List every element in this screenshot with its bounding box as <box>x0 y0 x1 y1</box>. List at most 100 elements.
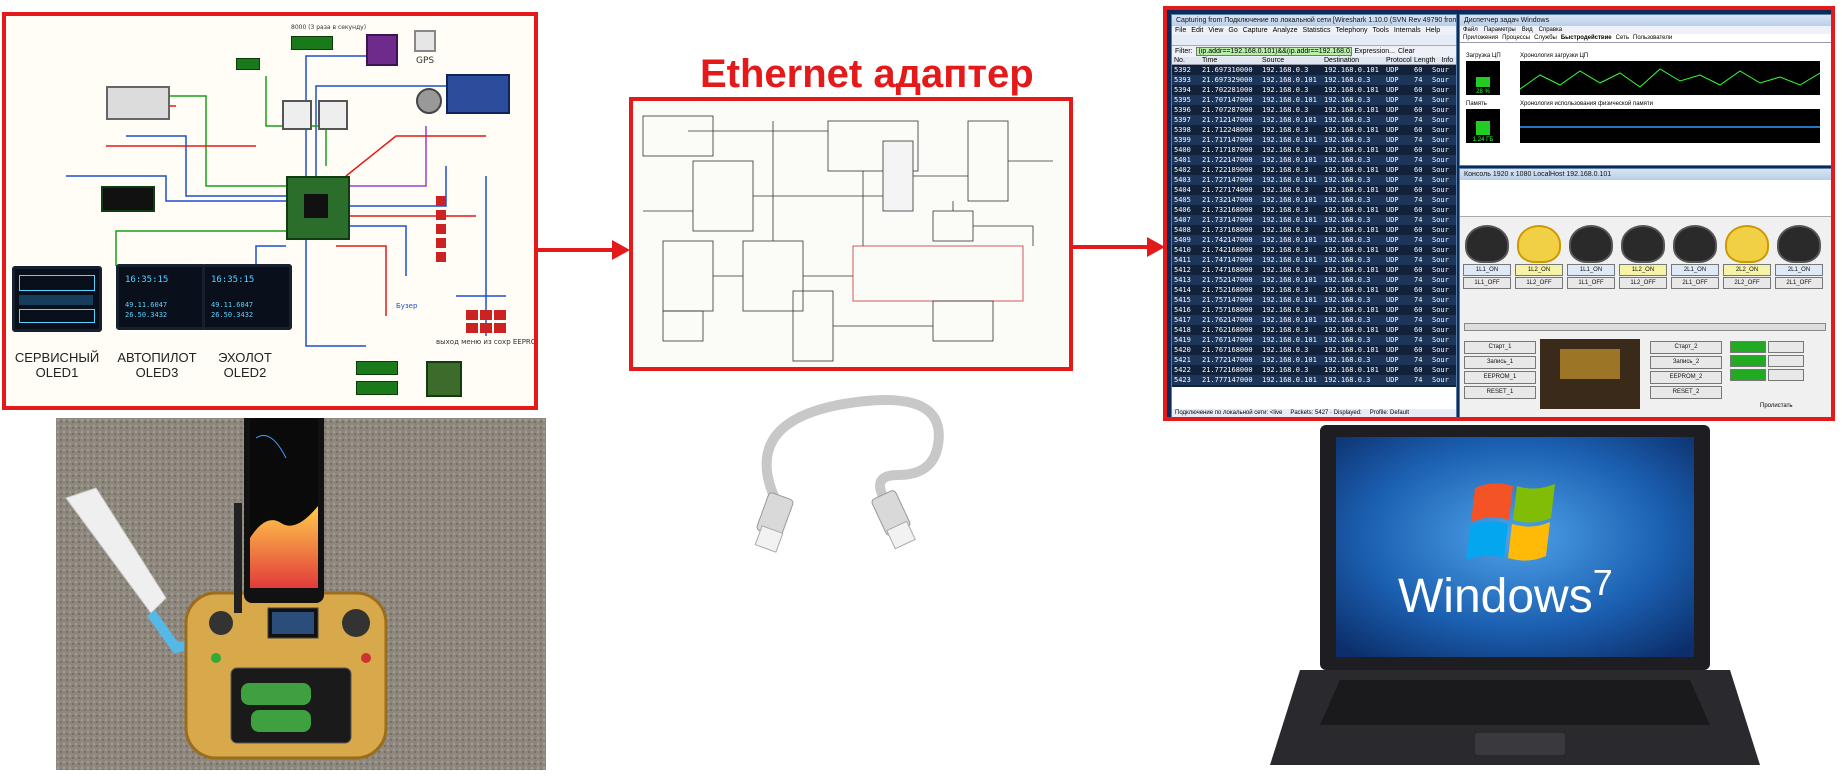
filter-input[interactable]: (ip.addr==192.168.0.101)&&(ip.addr==192.… <box>1195 47 1352 56</box>
menu-capture[interactable]: Capture <box>1242 27 1268 34</box>
menu-view[interactable]: View <box>1208 27 1224 34</box>
console-left-button[interactable]: Запись_1 <box>1464 356 1536 369</box>
light-on-button[interactable]: 1L1_ON <box>1567 264 1615 276</box>
clear-button[interactable]: Clear <box>1397 48 1415 55</box>
tm-menu-options[interactable]: Параметры <box>1483 27 1516 33</box>
console-left-button[interactable]: RESET_1 <box>1464 386 1536 399</box>
tm-menu-view[interactable]: Вид <box>1521 27 1533 33</box>
packet-cell: 5412 <box>1174 266 1191 274</box>
tab-performance[interactable]: Быстродействие <box>1560 35 1612 41</box>
col-length[interactable]: Length <box>1414 57 1436 64</box>
scroll-control[interactable]: Пролистать <box>1760 403 1793 409</box>
light-on-button[interactable]: 2L1_ON <box>1775 264 1823 276</box>
packet-row[interactable]: 542421.777168000192.168.0.3192.168.0.101… <box>1172 385 1456 387</box>
light-off-button[interactable]: 1L2_OFF <box>1619 277 1667 289</box>
menu-edit[interactable]: Edit <box>1191 27 1204 34</box>
console-left-button[interactable]: EEPROM_1 <box>1464 371 1536 384</box>
tab-processes[interactable]: Процессы <box>1502 35 1531 41</box>
console-right-button[interactable]: RESET_2 <box>1650 386 1722 399</box>
col-no[interactable]: No. <box>1174 57 1185 64</box>
col-info[interactable]: Info <box>1441 57 1454 64</box>
light-off-button[interactable]: 2L1_OFF <box>1671 277 1719 289</box>
col-destination[interactable]: Destination <box>1324 57 1360 64</box>
tm-menu-file[interactable]: Файл <box>1463 27 1478 33</box>
packet-cell: 192.168.0.101 <box>1324 366 1379 374</box>
light-off-button[interactable]: 1L2_OFF <box>1515 277 1563 289</box>
packet-cell: 192.168.0.101 <box>1262 376 1317 384</box>
light-on-button[interactable]: 1L2_ON <box>1619 264 1667 276</box>
tab-users[interactable]: Пользователи <box>1633 35 1673 41</box>
menu-statistics[interactable]: Statistics <box>1302 27 1331 34</box>
light-off-button[interactable]: 2L2_OFF <box>1723 277 1771 289</box>
console-left-button[interactable]: Старт_1 <box>1464 341 1536 354</box>
menu-tools[interactable]: Tools <box>1372 27 1389 34</box>
menu-internals[interactable]: Internals <box>1393 27 1421 34</box>
tm-menu-help[interactable]: Справка <box>1538 27 1563 33</box>
light-on-button[interactable]: 2L1_ON <box>1671 264 1719 276</box>
light-on-button[interactable]: 1L1_ON <box>1463 264 1511 276</box>
light-off-button[interactable]: 1L1_OFF <box>1463 277 1511 289</box>
slider-track[interactable] <box>1464 323 1826 331</box>
packet-cell: UDP <box>1386 156 1399 164</box>
light-on-button[interactable]: 1L2_ON <box>1515 264 1563 276</box>
menu-analyze[interactable]: Analyze <box>1272 27 1298 34</box>
console-right-button[interactable]: EEPROM_2 <box>1650 371 1722 384</box>
light-on-button[interactable]: 2L2_ON <box>1723 264 1771 276</box>
console-right-button[interactable]: Старт_2 <box>1650 341 1722 354</box>
packet-cell: 192.168.0.3 <box>1324 256 1371 264</box>
tab-applications[interactable]: Приложения <box>1463 35 1499 41</box>
menu-telephony[interactable]: Telephony <box>1335 27 1368 34</box>
col-time[interactable]: Time <box>1202 57 1218 64</box>
radio-module <box>101 186 155 212</box>
pc-screen: Capturing from Подключение по локальной … <box>1163 6 1835 421</box>
tab-services[interactable]: Службы <box>1534 35 1557 41</box>
packet-cell: 21.757147000 <box>1202 296 1253 304</box>
imu-module <box>366 34 398 66</box>
tab-network[interactable]: Сеть <box>1615 35 1630 41</box>
light-off-button[interactable]: 2L1_OFF <box>1775 277 1823 289</box>
memory-gauge-bar <box>1476 121 1490 135</box>
packet-cell: 74 <box>1414 176 1423 184</box>
col-source[interactable]: Source <box>1262 57 1285 64</box>
console-right-button[interactable]: Запись_2 <box>1650 356 1722 369</box>
packet-cell: 192.168.0.101 <box>1324 166 1379 174</box>
light-off-button[interactable]: 1L1_OFF <box>1567 277 1615 289</box>
menu-file[interactable]: File <box>1175 27 1187 34</box>
col-protocol[interactable]: Protocol <box>1386 57 1412 64</box>
menu-go[interactable]: Go <box>1228 27 1238 34</box>
menu-help[interactable]: Help <box>1425 27 1441 34</box>
expression-button[interactable]: Expression... <box>1354 48 1395 55</box>
